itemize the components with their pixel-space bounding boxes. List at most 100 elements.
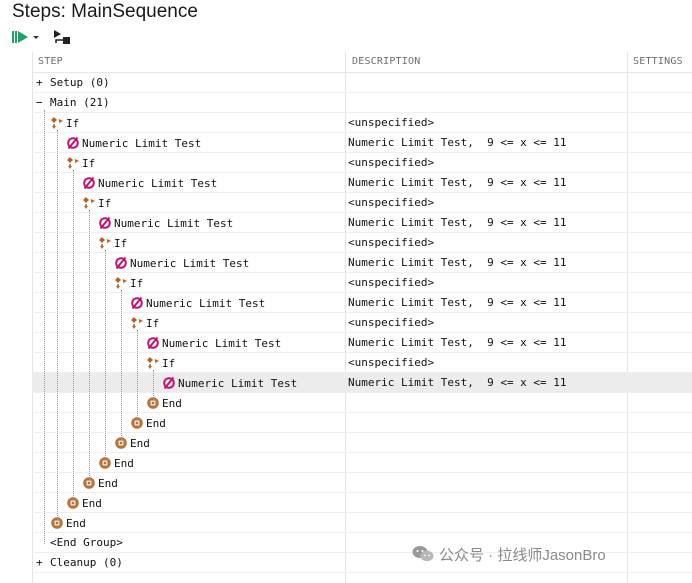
- row-background: [32, 253, 692, 273]
- step-label: If: [146, 316, 160, 330]
- step-label: If: [130, 276, 144, 290]
- description-cell: Numeric Limit Test, 9 <= x <= 11: [348, 336, 567, 349]
- table-row[interactable]: If <unspecified>: [0, 273, 692, 293]
- table-row[interactable]: Numeric Limit Test Numeric Limit Test, 9 …: [0, 333, 692, 353]
- step-cell: Numeric Limit Test: [82, 176, 217, 190]
- step-cell: End: [98, 456, 134, 470]
- table-row[interactable]: If<unspecified>: [0, 353, 692, 373]
- description-cell: <unspecified>: [348, 116, 435, 129]
- description-cell: <unspecified>: [348, 276, 435, 289]
- table-row[interactable]: + Cleanup (0): [0, 553, 692, 573]
- row-background: [32, 133, 692, 153]
- step-cell: Numeric Limit Test: [162, 376, 297, 390]
- row-background: [32, 513, 692, 533]
- table-row[interactable]: If<unspecified>: [0, 153, 692, 173]
- numeric-limit-icon: [66, 136, 82, 150]
- toolbar: [12, 28, 92, 46]
- step-label: Numeric Limit Test: [162, 336, 282, 350]
- step-label: Numeric Limit Test: [146, 296, 266, 310]
- description-cell: <unspecified>: [348, 316, 435, 329]
- if-icon: [50, 116, 66, 130]
- if-icon: [114, 276, 130, 290]
- table-row[interactable]: <End Group>: [0, 533, 692, 553]
- numeric-limit-icon: [114, 256, 130, 270]
- step-cell: If: [98, 236, 127, 250]
- step-label: End: [66, 516, 86, 530]
- table-row[interactable]: −Main (21): [0, 93, 692, 113]
- step-cell: If: [50, 116, 79, 130]
- tree-guide-line: [121, 290, 122, 440]
- end-icon: [82, 476, 98, 490]
- table-row[interactable]: If <unspecified>: [0, 113, 692, 133]
- column-header-settings[interactable]: SETTINGS: [633, 56, 683, 67]
- column-header-row: STEP DESCRIPTION SETTINGS: [32, 52, 692, 73]
- step-cell: If: [130, 316, 159, 330]
- table-row[interactable]: End: [0, 453, 692, 473]
- step-label: If: [82, 156, 96, 170]
- step-cell: If: [66, 156, 95, 170]
- tree-guide-line: [73, 170, 74, 500]
- table-row[interactable]: If<unspecified>: [0, 233, 692, 253]
- tree-guide-line: [153, 370, 154, 400]
- step-label: End: [146, 416, 166, 430]
- tree-guide-line: [89, 210, 90, 480]
- step-into-icon[interactable]: [52, 28, 72, 46]
- step-label: Cleanup (0): [50, 556, 123, 569]
- description-cell: Numeric Limit Test, 9 <= x <= 11: [348, 296, 567, 309]
- column-divider: [627, 52, 628, 583]
- end-icon: [130, 416, 146, 430]
- row-background: [32, 353, 692, 373]
- numeric-limit-icon: [98, 216, 114, 230]
- row-background: [32, 333, 692, 353]
- row-background: [32, 73, 692, 93]
- tree-guide-line: [105, 250, 106, 460]
- watermark: 公众号 · 拉线师JasonBro: [412, 543, 606, 565]
- tree-guide-line: [44, 110, 45, 544]
- row-background: [32, 233, 692, 253]
- step-label: Numeric Limit Test: [130, 256, 250, 270]
- column-divider: [32, 52, 33, 583]
- collapse-icon[interactable]: −: [36, 96, 43, 109]
- table-row[interactable]: End: [0, 433, 692, 453]
- table-row[interactable]: Numeric Limit Test Numeric Limit Test, 9 …: [0, 293, 692, 313]
- row-background: [32, 313, 692, 333]
- table-row[interactable]: If<unspecified>: [0, 193, 692, 213]
- table-row[interactable]: End: [0, 473, 692, 493]
- step-cell: Numeric Limit Test: [114, 256, 249, 270]
- step-cell: End: [146, 396, 182, 410]
- row-background: [32, 473, 692, 493]
- step-cell: <End Group>: [50, 536, 123, 549]
- step-cell: −Main (21): [36, 96, 110, 109]
- table-row[interactable]: +Setup (0): [0, 73, 692, 93]
- numeric-limit-icon: [130, 296, 146, 310]
- row-background: [32, 553, 692, 573]
- end-icon: [114, 436, 130, 450]
- expand-icon[interactable]: +: [36, 556, 43, 569]
- step-label: If: [162, 356, 176, 370]
- step-cell: + Cleanup (0): [36, 556, 123, 569]
- table-row[interactable]: If <unspecified>: [0, 313, 692, 333]
- step-cell: End: [114, 436, 150, 450]
- run-icon[interactable]: [12, 28, 30, 46]
- step-label: End: [114, 456, 134, 470]
- expand-icon[interactable]: +: [36, 76, 43, 89]
- table-row[interactable]: End: [0, 413, 692, 433]
- step-label: Numeric Limit Test: [98, 176, 218, 190]
- table-row[interactable]: End: [0, 493, 692, 513]
- tree-guide-line: [137, 330, 138, 420]
- row-background: [32, 433, 692, 453]
- row-background: [32, 213, 692, 233]
- table-row[interactable]: End: [0, 393, 692, 413]
- column-header-step[interactable]: STEP: [38, 56, 63, 67]
- chevron-down-icon[interactable]: [32, 28, 42, 46]
- column-header-description[interactable]: DESCRIPTION: [352, 56, 421, 67]
- row-background: [32, 193, 692, 213]
- table-row[interactable]: End: [0, 513, 692, 533]
- if-icon: [130, 316, 146, 330]
- row-background: [32, 453, 692, 473]
